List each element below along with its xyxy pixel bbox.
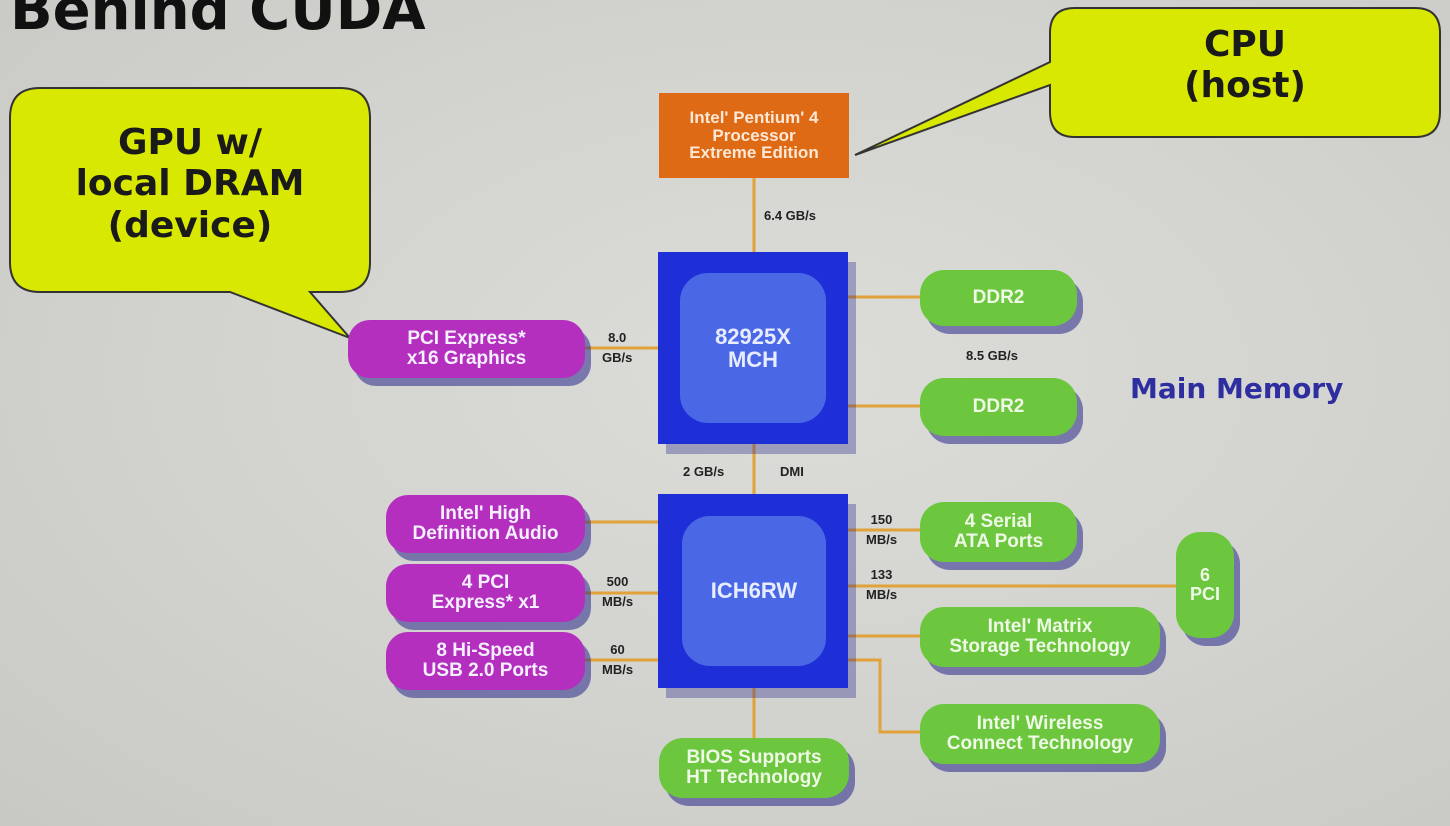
- pcie-graphics-box: PCI Express* x16 Graphics: [348, 320, 585, 378]
- bw-pcie-x1: 500 MB/s: [602, 574, 634, 610]
- sata-box: 4 Serial ATA Ports: [920, 502, 1077, 562]
- hd-audio-box: Intel' High Definition Audio: [386, 495, 585, 553]
- ddr2-top-box: DDR2: [920, 270, 1077, 326]
- mch-label: 82925X MCH: [680, 273, 826, 423]
- ich-label: ICH6RW: [682, 516, 826, 666]
- page-title: Behind CUDA: [10, 0, 426, 43]
- bw-usb: 60 MB/s: [602, 642, 634, 678]
- usb-box: 8 Hi-Speed USB 2.0 Ports: [386, 632, 585, 690]
- gpu-callout-bubble: [9, 87, 371, 339]
- cpu-box: Intel' Pentium' 4 Processor Extreme Edit…: [659, 93, 849, 178]
- main-memory-label: Main Memory: [1130, 372, 1344, 405]
- bw-ddr2: 8.5 GB/s: [966, 348, 1019, 363]
- wire-ich-wireless: [828, 658, 920, 734]
- cpu-callout-bubble: [854, 7, 1441, 156]
- pci-box: 6 PCI: [1176, 532, 1234, 638]
- ddr2-bottom-box: DDR2: [920, 378, 1077, 436]
- bios-box: BIOS Supports HT Technology: [659, 738, 849, 798]
- pcie-x1-box: 4 PCI Express* x1: [386, 564, 585, 622]
- bw-mch-ich: 2 GB/s: [683, 464, 725, 479]
- bw-pcie-mch: 8.0 GB/s: [602, 330, 633, 366]
- bw-pci: 133 MB/s: [866, 567, 898, 603]
- cpu-callout-text: CPU (host): [1184, 24, 1306, 107]
- bw-sata: 150 MB/s: [866, 512, 898, 548]
- bw-dmi: DMI: [780, 464, 804, 479]
- matrix-storage-box: Intel' Matrix Storage Technology: [920, 607, 1160, 667]
- bw-cpu-mch: 6.4 GB/s: [764, 208, 817, 223]
- gpu-callout-text: GPU w/ local DRAM (device): [75, 122, 305, 246]
- wireless-connect-box: Intel' Wireless Connect Technology: [920, 704, 1160, 764]
